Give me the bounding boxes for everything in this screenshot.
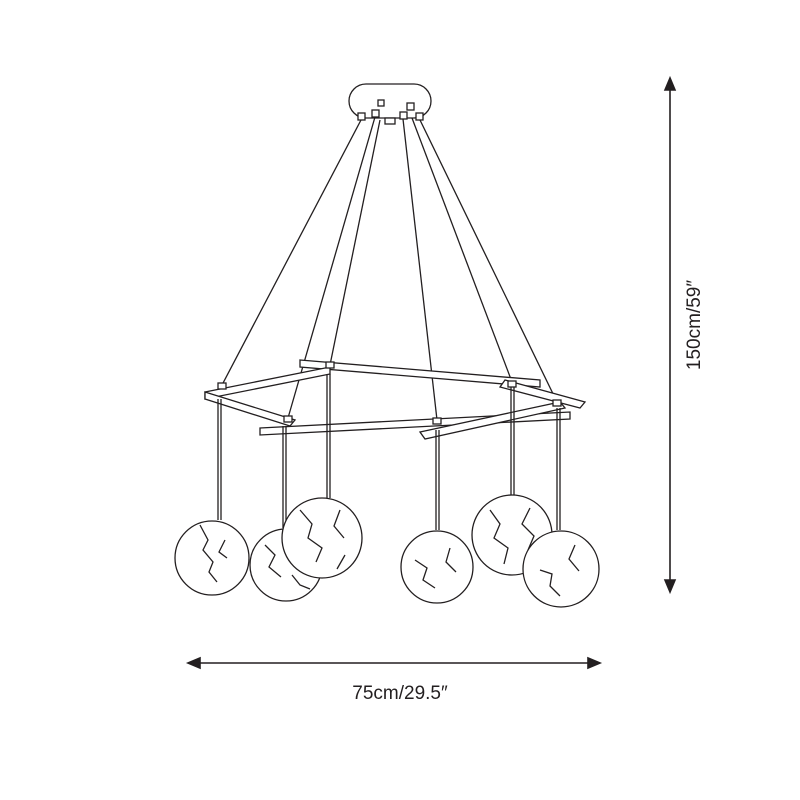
globe-3 [281,497,363,579]
ceiling-canopy [348,83,432,125]
width-dimension-label: 75cm/29.5″ [352,683,448,704]
height-dimension-container: 150cm/59″ [682,240,708,410]
hexagonal-frame [204,359,587,440]
height-dimension-arrow [663,75,677,595]
globe-4 [400,530,474,604]
globe-6 [522,530,600,608]
drop-rods [217,374,561,530]
globe-1 [174,520,250,596]
suspension-cables [221,116,558,421]
globe-shades [174,494,600,608]
width-dimension-arrow [185,656,603,670]
height-dimension-label: 150cm/59″ [684,279,705,371]
